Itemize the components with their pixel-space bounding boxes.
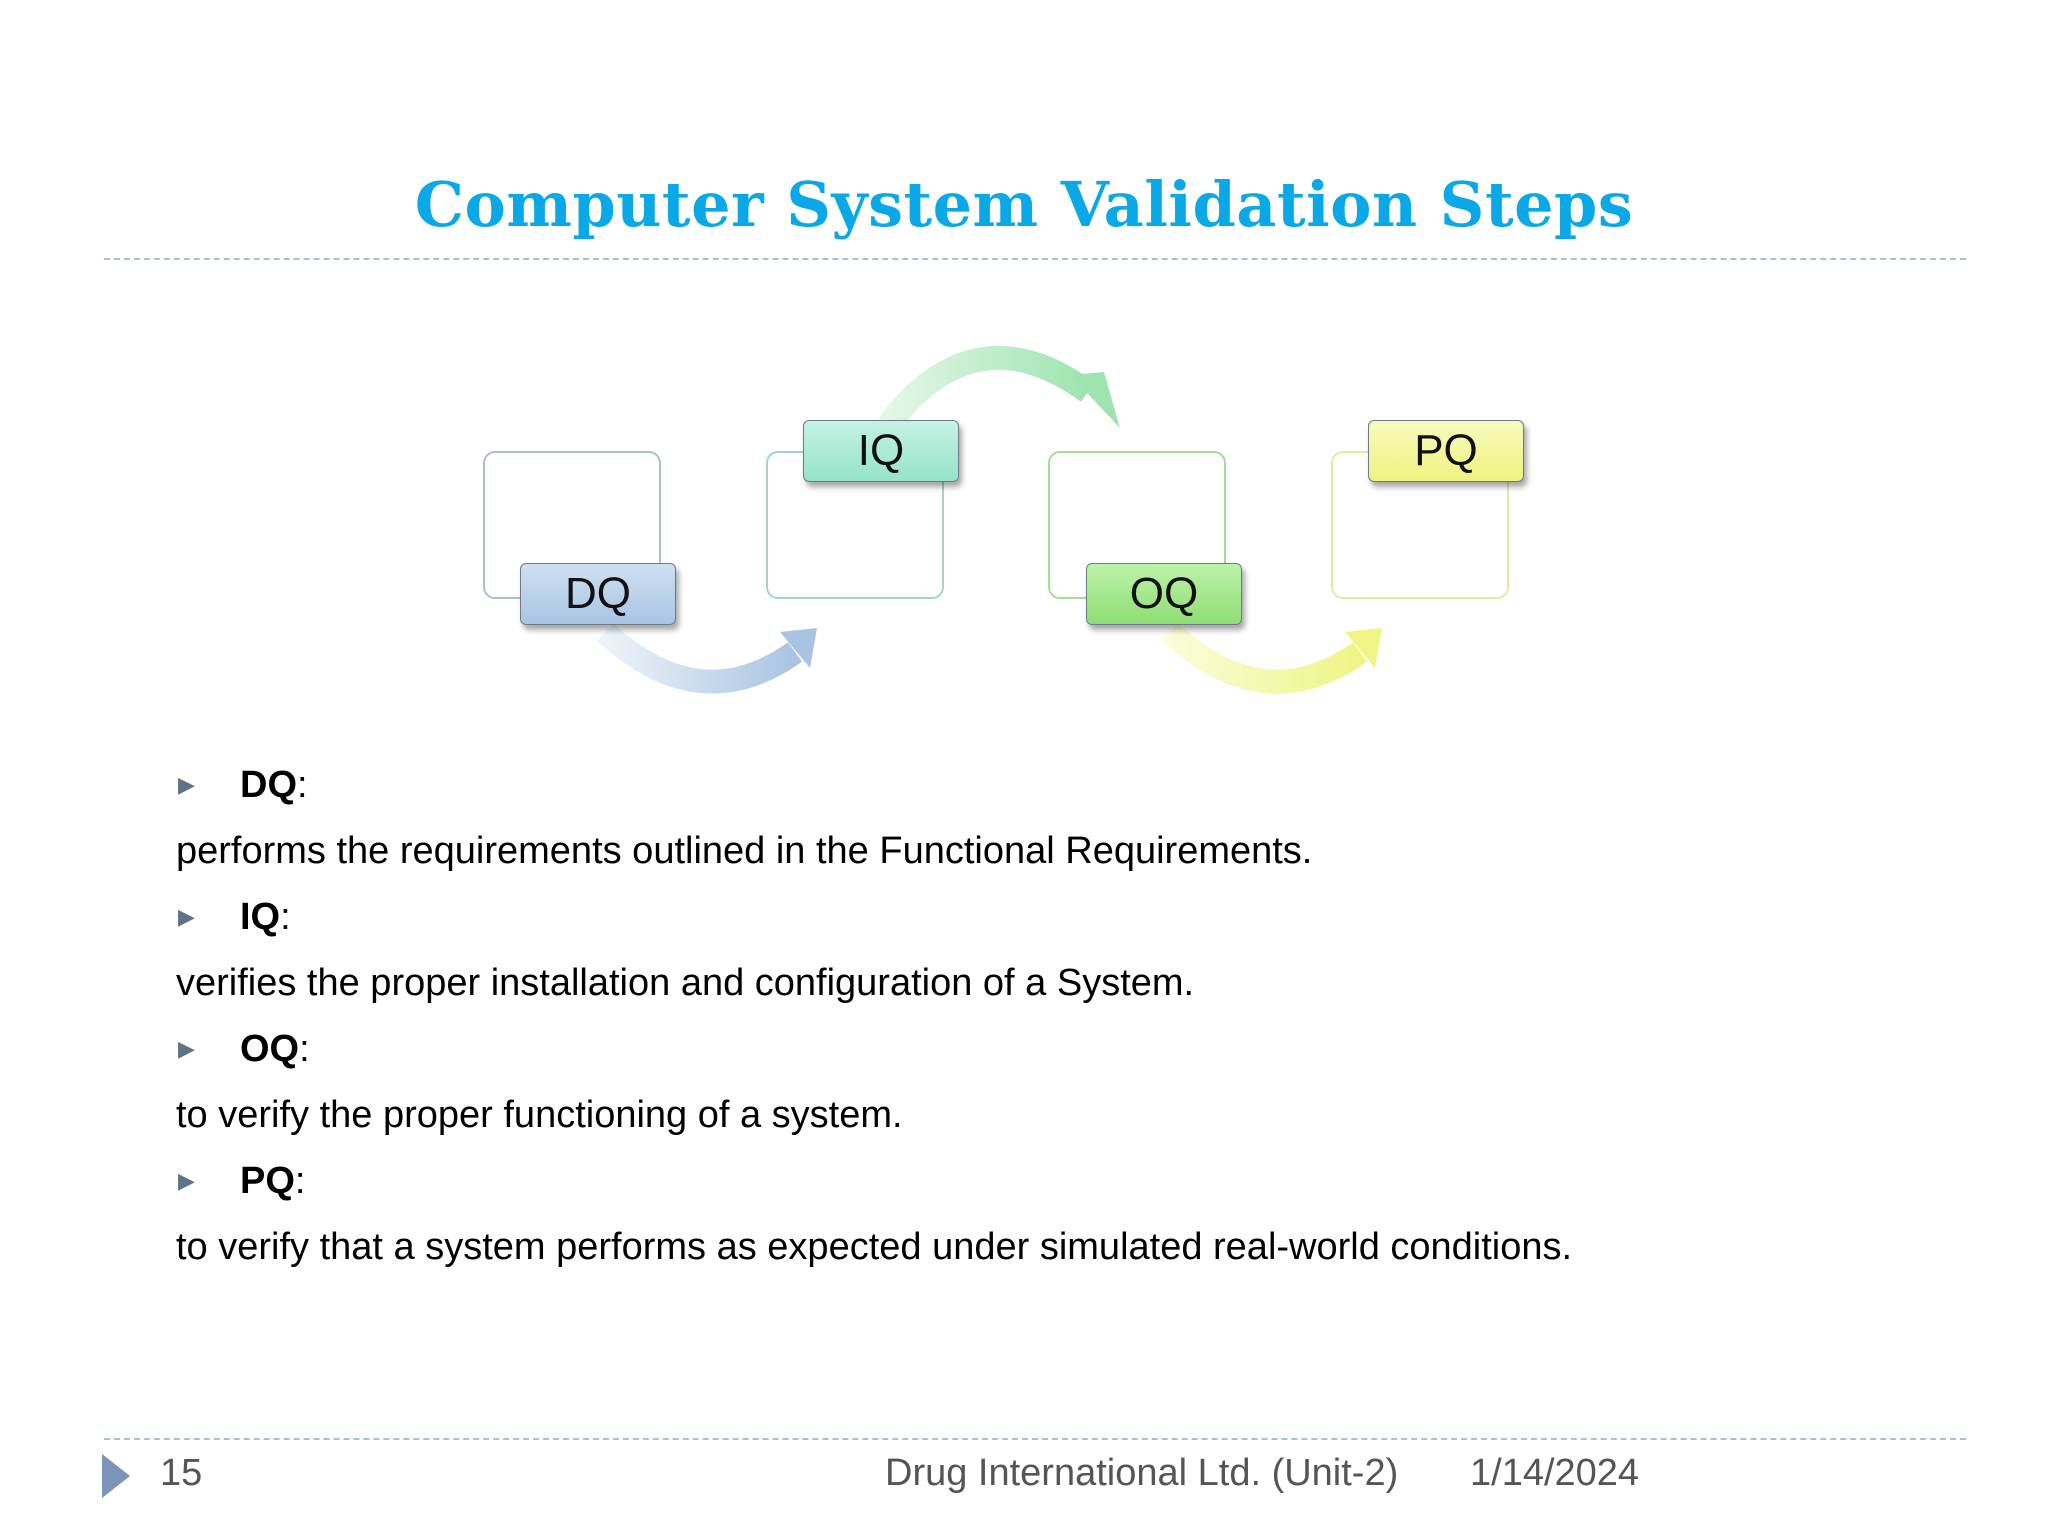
list-item-dq: ▶ DQ: [176, 752, 1936, 818]
oq-outline-box [1048, 451, 1226, 599]
slide-title: Computer System Validation Steps [414, 168, 1634, 241]
footer-company: Drug International Ltd. (Unit-2) [885, 1452, 1399, 1494]
list-item-iq: ▶ IQ: [176, 884, 1936, 950]
arrow-dq-to-iq-head [780, 628, 817, 668]
page-number: 15 [160, 1452, 203, 1494]
definitions-list: ▶ DQ: performs the requirements outlined… [176, 752, 1936, 1280]
bullet-triangle-icon: ▶ [178, 1036, 195, 1061]
bullet-triangle-icon: ▶ [178, 904, 195, 929]
term-oq: OQ [240, 1027, 300, 1070]
term-colon: : [299, 1027, 310, 1070]
dq-outline-box [483, 451, 661, 599]
list-item-oq: ▶ OQ: [176, 1016, 1936, 1082]
footer-divider [104, 1438, 1966, 1440]
arrow-iq-to-oq-head [1074, 378, 1118, 425]
arrow-oq-to-pq [1161, 623, 1367, 694]
pq-box: PQ [1368, 420, 1524, 482]
title-divider [104, 258, 1966, 260]
description-dq: performs the requirements outlined in th… [176, 829, 1313, 872]
arrow-oq-to-pq-head [1345, 628, 1382, 668]
description-oq: to verify the proper functioning of a sy… [176, 1093, 903, 1136]
list-item-pq: ▶ PQ: [176, 1148, 1936, 1214]
arrow-iq-to-oq [878, 345, 1096, 433]
iq-outline-box [766, 451, 944, 599]
bullet-triangle-icon: ▶ [178, 1168, 195, 1193]
validation-steps-diagram: DQ IQ OQ PQ [0, 0, 2048, 760]
arrow-dq-to-iq [596, 623, 802, 694]
arrow-iq-to-oq-head-fill [1070, 372, 1120, 428]
description-iq: verifies the proper installation and con… [176, 961, 1195, 1004]
term-iq: IQ [240, 895, 281, 938]
term-pq: PQ [240, 1159, 295, 1202]
term-colon: : [297, 763, 308, 806]
bullet-triangle-icon: ▶ [178, 772, 195, 797]
oq-box: OQ [1086, 563, 1242, 625]
iq-box: IQ [803, 420, 959, 482]
term-colon: : [294, 1159, 306, 1202]
arrows-layer [596, 345, 1382, 694]
dq-box: DQ [520, 563, 676, 625]
footer-date: 1/14/2024 [1470, 1452, 1640, 1494]
term-dq: DQ [240, 763, 297, 806]
term-colon: : [280, 895, 291, 938]
footer-triangle-icon [102, 1454, 130, 1498]
pq-outline-box [1331, 451, 1509, 599]
description-pq: to verify that a system performs as expe… [176, 1225, 1573, 1268]
